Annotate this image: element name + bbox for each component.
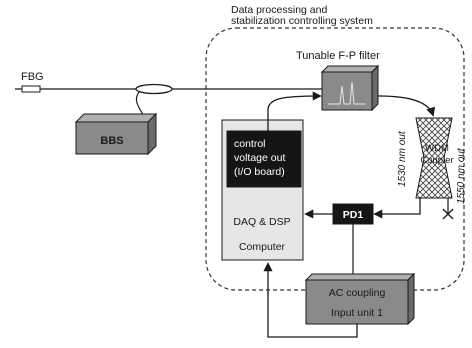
filter-spectrum-icon: [328, 81, 366, 105]
fbg-label: FBG: [21, 71, 44, 83]
fiber-end-cross-icon: [442, 208, 454, 220]
system-label-line2: stabilization controlling system: [231, 15, 373, 27]
wdm-label-line1: WDM: [425, 143, 449, 154]
control-label-line1: control: [234, 138, 266, 150]
system-label-line1: Data processing and: [231, 4, 327, 16]
output-1550-label: 1550 nm out: [456, 147, 467, 204]
computer-label-line1: DAQ & DSP: [233, 216, 290, 228]
ac-label-line2: Input unit 1: [331, 307, 383, 319]
wdm-to-pd1-fiber: [373, 198, 421, 219]
computer-label-line2: Computer: [239, 241, 286, 253]
ac-to-computer-arrow: [263, 262, 358, 338]
control-to-filter-arrow: [267, 91, 322, 131]
filter-to-wdm-fiber: [377, 95, 436, 117]
bbs-source-box: [74, 112, 158, 156]
bbs-label: BBS: [100, 135, 123, 147]
wdm-coupler-icon: [415, 117, 453, 199]
ac-label-line1: AC coupling: [329, 287, 386, 299]
output-1530-label: 1530 nm out: [397, 130, 408, 187]
control-label-line2: voltage out: [234, 152, 285, 164]
filter-label: Tunable F-P filter: [296, 50, 380, 62]
control-voltage-box: [226, 130, 302, 188]
fp-filter-box: [320, 64, 380, 112]
ac-coupling-box: [304, 272, 416, 326]
fbg-grating-icon: [21, 85, 41, 93]
fiber-coupler-icon: [135, 83, 173, 95]
wdm-label-line2: Coupler: [420, 155, 453, 166]
pd1-label: PD1: [343, 209, 364, 221]
control-label-line3: (I/O board): [234, 166, 285, 178]
system-boundary: [205, 27, 465, 291]
